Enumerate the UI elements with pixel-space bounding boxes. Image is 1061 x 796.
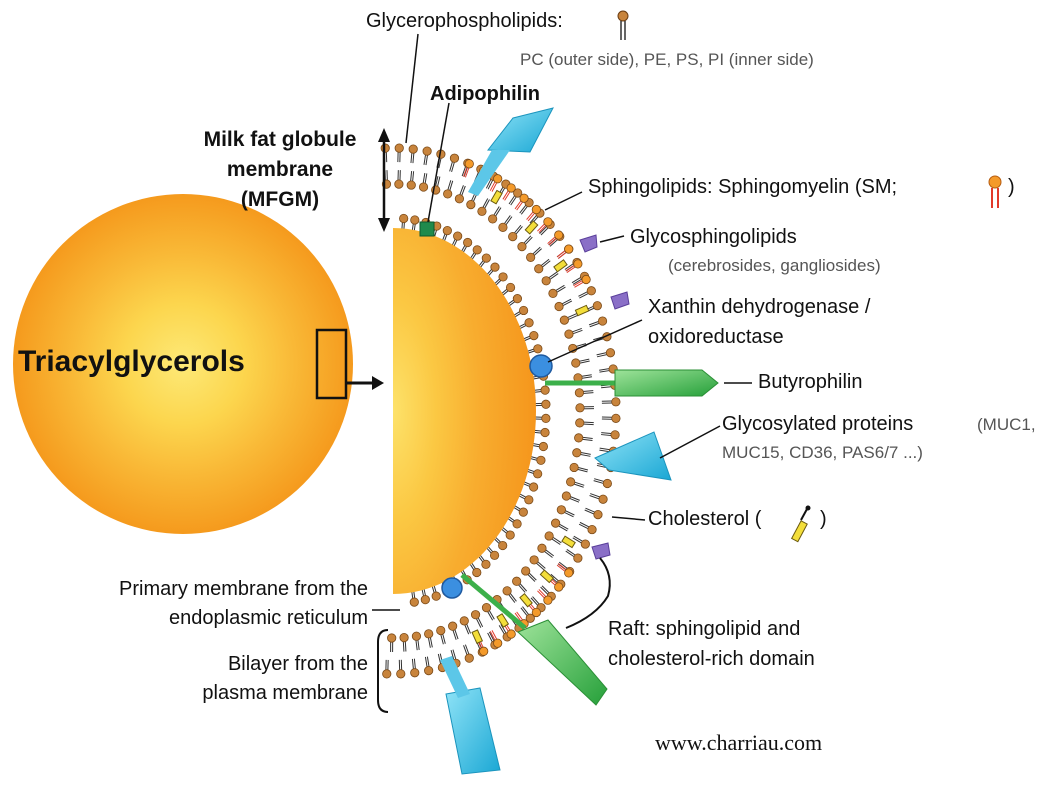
mfgm-label-line2: membrane: [188, 158, 372, 182]
zoomed-fat-core: [393, 228, 536, 594]
xanthin-pointer: [548, 320, 642, 362]
cholesterol-label: Cholesterol (: [648, 508, 761, 531]
glycosphingolipids-label: Glycosphingolipids: [630, 226, 797, 249]
mfgm-label-line1: Milk fat globule: [188, 128, 372, 152]
xanthine-oxidoreductase-1: [530, 355, 552, 377]
cholesterol-label-close: ): [820, 508, 827, 531]
sphingomyelin-icon: [989, 176, 1001, 208]
glycosylated-protein-top: [488, 108, 553, 152]
cholesterol-icon: [792, 506, 811, 542]
glycosphingolipid-2: [611, 292, 629, 309]
website-watermark: www.charriau.com: [655, 730, 822, 755]
glycosphingolipid-1: [580, 235, 597, 252]
glycosylated-pointer: [660, 426, 720, 458]
butyrophilin-protein: [615, 370, 718, 396]
mfgm-arrow-bottom: [378, 218, 390, 232]
bilayer-line2: plasma membrane: [100, 682, 368, 705]
adipophilin-pointer: [428, 103, 449, 222]
glycosphingolipids-pointer: [600, 236, 624, 242]
sphingolipids-label-close: ): [1008, 176, 1015, 199]
zoom-arrow-head: [372, 376, 384, 390]
xanthin-label-line2: oxidoreductase: [648, 326, 784, 349]
glycosylated-label: Glycosylated proteins: [722, 413, 913, 436]
glycerophospholipids-pointer: [406, 34, 418, 143]
glycerophospholipids-detail: PC (outer side), PE, PS, PI (inner side): [520, 50, 814, 70]
adipophilin-marker: [420, 222, 434, 236]
glycosphingolipid-3: [592, 543, 610, 559]
sphingolipids-pointer: [545, 192, 582, 210]
xanthine-oxidoreductase-2: [442, 578, 462, 598]
xanthin-label-line1: Xanthin dehydrogenase /: [648, 296, 870, 319]
raft-line1: Raft: sphingolipid and: [608, 618, 800, 641]
butyrophilin-label: Butyrophilin: [758, 371, 863, 394]
glycosylated-protein-right: [595, 432, 671, 480]
triacylglycerols-label: Triacylglycerols: [18, 345, 245, 380]
glycosphingolipids-detail: (cerebrosides, gangliosides): [668, 256, 881, 276]
glycosylated-detail-2: MUC15, CD36, PAS6/7 ...): [722, 443, 923, 463]
glycerophospholipid-icon: [618, 11, 628, 40]
primary-membrane-line2: endoplasmic reticulum: [20, 607, 368, 630]
mfgm-arrow-top: [378, 128, 390, 142]
glycerophospholipids-label: Glycerophospholipids:: [366, 10, 563, 33]
bilayer-line1: Bilayer from the: [100, 653, 368, 676]
primary-membrane-line1: Primary membrane from the: [20, 578, 368, 601]
adipophilin-label: Adipophilin: [430, 83, 540, 106]
glycosylated-detail-1: (MUC1,: [977, 415, 1036, 435]
cholesterol-pointer: [612, 517, 645, 520]
sphingolipids-label: Sphingolipids: Sphingomyelin (SM;: [588, 176, 897, 199]
glycosylated-protein-bottom: [446, 688, 500, 774]
mfgm-label-line3: (MFGM): [188, 188, 372, 212]
butyrophilin-protein-bottom: [518, 620, 607, 705]
raft-line2: cholesterol-rich domain: [608, 648, 815, 671]
